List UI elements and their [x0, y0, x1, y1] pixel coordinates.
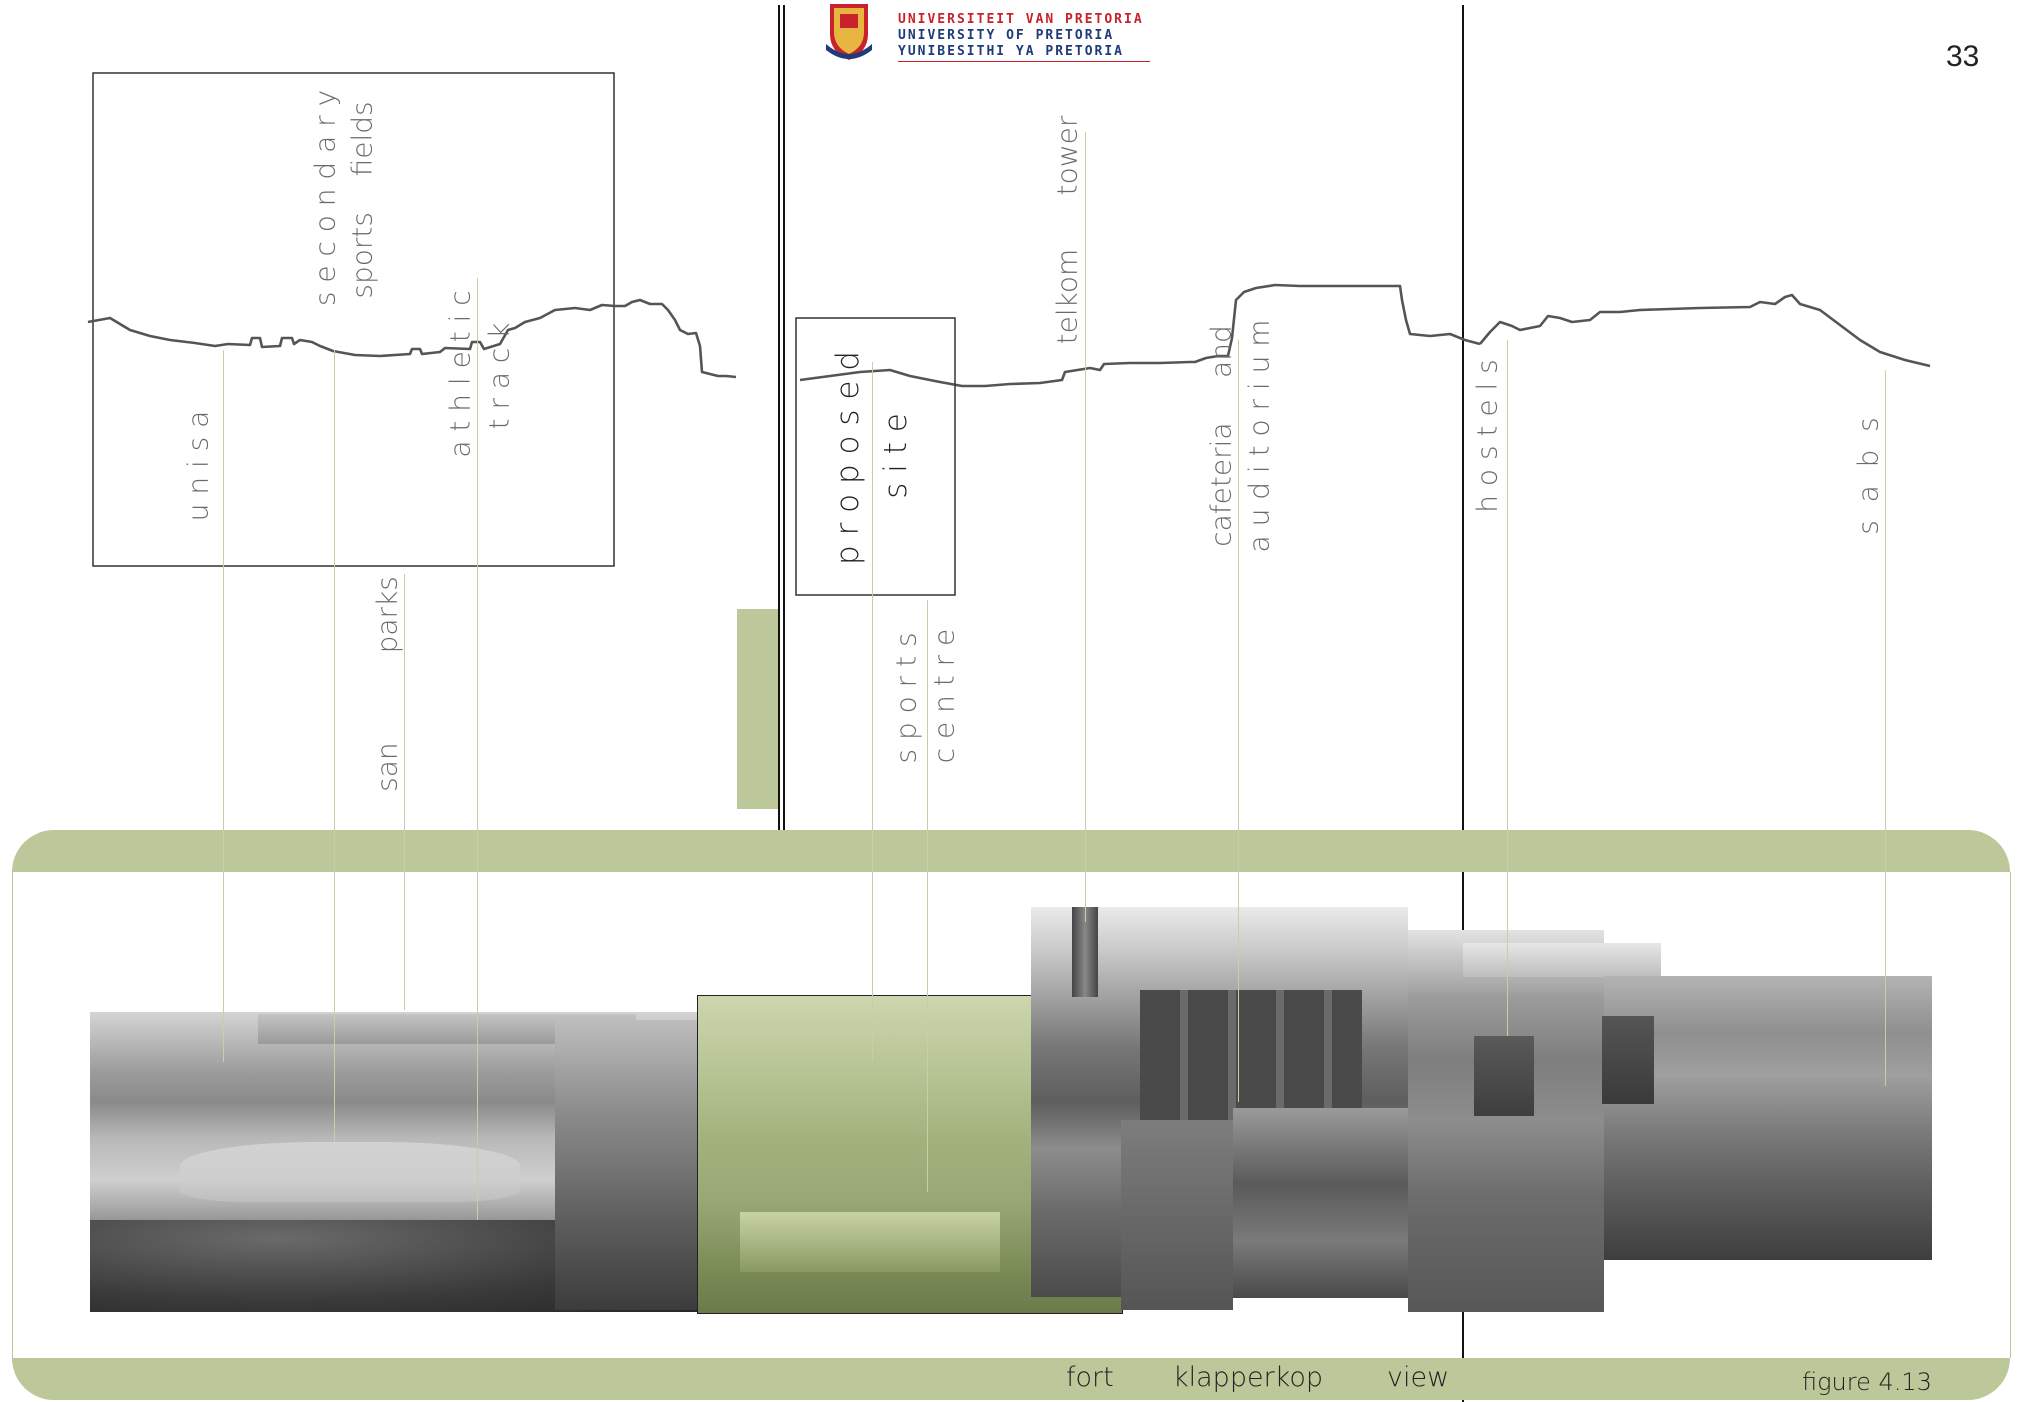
label-hostels: h o s t e l s: [1470, 359, 1504, 513]
caption-klapperkop: klapperkop: [1173, 1362, 1324, 1393]
skyline-line-left: [87, 298, 737, 379]
university-name-english: UNIVERSITY OF PRETORIA: [898, 28, 1115, 43]
label-unisa: u n i s a: [181, 410, 215, 522]
proposed-site-photo-building: [740, 1212, 1000, 1272]
leader-hostels: [1507, 340, 1508, 1036]
panorama-photo-auditorium: [1233, 1108, 1408, 1298]
skyline-line-middle: [799, 283, 1481, 388]
label-site: s i t e: [878, 413, 914, 499]
label-sabs: s a b s: [1851, 417, 1885, 535]
label-athletic: a t h l e t i c: [443, 290, 477, 458]
label-san-parks: san parks: [370, 576, 404, 792]
leader-san-parks: [404, 574, 405, 1010]
university-name-afrikaans: UNIVERSITEIT VAN PRETORIA: [898, 12, 1144, 27]
label-sports-fields: sports fields: [345, 101, 379, 299]
unisa-frame: [92, 72, 615, 567]
panorama-frame-left-edge: [12, 872, 43, 1358]
panorama-photo-stadium: [180, 1142, 520, 1202]
green-side-block: [737, 609, 778, 809]
leader-cafeteria: [1238, 340, 1239, 1102]
leader-proposed-site: [872, 362, 873, 1062]
label-sports: s p o r t s: [889, 632, 923, 764]
panorama-photo-lower-centre: [1121, 1120, 1233, 1310]
label-track: t r a c k: [482, 322, 516, 430]
caption-view: view: [1387, 1362, 1450, 1393]
green-band-top: [12, 830, 2010, 872]
label-centre: c e n t r e: [927, 628, 961, 764]
proposed-site-frame: [795, 317, 956, 596]
panorama-photo-hostels: [1474, 1036, 1534, 1116]
label-auditorium: a u d i t o r i u m: [1242, 319, 1276, 553]
leader-athletic-track: [477, 278, 478, 1220]
panorama-photo-right-upper: [1463, 943, 1661, 977]
leader-telkom-tower: [1085, 132, 1086, 922]
panorama-photo-right-tower: [1602, 1016, 1654, 1104]
panorama-photo-right-b: [1604, 976, 1932, 1260]
university-header: UNIVERSITEIT VAN PRETORIA UNIVERSITY OF …: [820, 0, 1160, 66]
label-proposed: p r o p o s e d: [830, 351, 866, 565]
university-crest-icon: [826, 4, 872, 60]
panorama-photo-right-a: [1408, 930, 1604, 1312]
leader-unisa: [223, 350, 224, 1062]
leader-sports-fields: [334, 350, 335, 1142]
label-telkom-tower: telkom tower: [1050, 115, 1084, 345]
panorama-photo-mid-left: [555, 1020, 715, 1310]
leader-sports-centre: [927, 600, 928, 1192]
panorama-photo-telkom-tower: [1072, 907, 1098, 997]
header-underline: [898, 61, 1150, 62]
leader-sabs: [1885, 370, 1886, 1086]
label-cafeteria-and: cafeteria and: [1204, 325, 1238, 547]
skyline-line-right: [1479, 293, 1931, 368]
figure-label: figure 4.13: [1802, 1368, 1932, 1396]
caption-fort: fort: [1066, 1362, 1114, 1393]
green-band-bottom: [12, 1358, 2010, 1400]
panorama-frame-right-edge: [1980, 872, 2011, 1358]
university-name-sepedi: YUNIBESITHI YA PRETORIA: [898, 44, 1125, 59]
page-number: 33: [1946, 40, 1980, 73]
label-secondary: s e c o n d a r y: [308, 89, 342, 307]
